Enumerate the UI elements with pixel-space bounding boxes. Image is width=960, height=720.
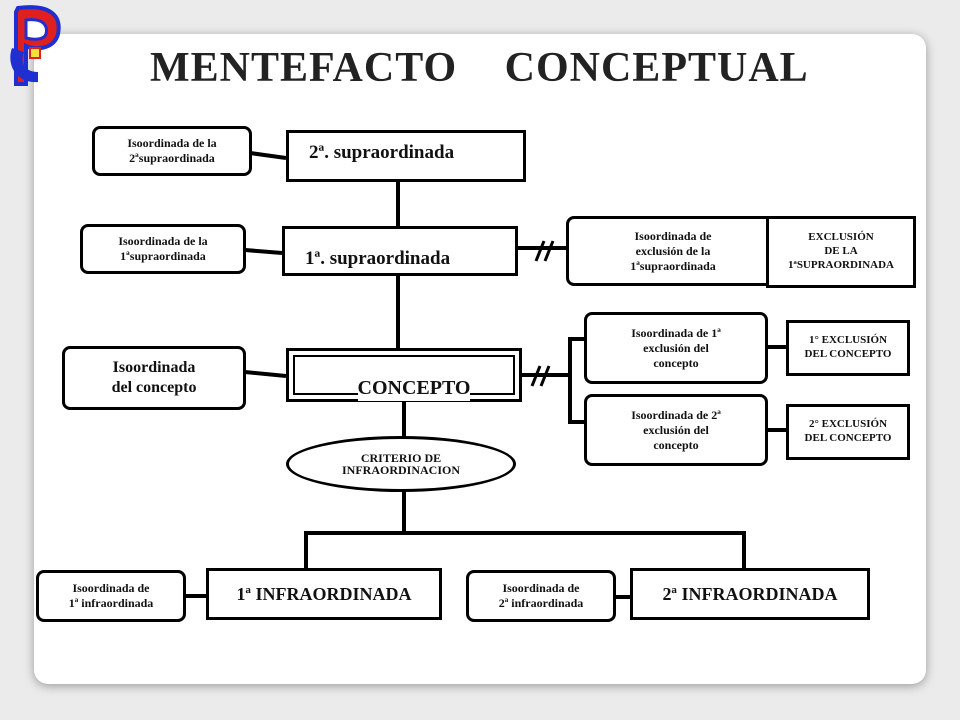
concept-node: CONCEPTO bbox=[286, 348, 522, 402]
isoordinate-first-exclusion: Isoordinada de 1ª exclusión del concepto bbox=[584, 312, 768, 384]
isoordinate-first-supraordinate: Isoordinada de la 1ªsupraordinada bbox=[80, 224, 246, 274]
isoordinate-second-exclusion: Isoordinada de 2ª exclusión del concepto bbox=[584, 394, 768, 466]
isoordinate-second-infraordinate: Isoordinada de 2ª infraordinada bbox=[466, 570, 616, 622]
supraordinate-exclusion-node: EXCLUSIÓN DE LA 1ªSUPRAORDINADA bbox=[766, 216, 916, 288]
isoordinate-first-infraordinate: Isoordinada de 1ª infraordinada bbox=[36, 570, 186, 622]
letters-logo-icon bbox=[10, 5, 61, 86]
second-infraordinate-node: 2ª INFRAORDINADA bbox=[630, 568, 870, 620]
first-infraordinate-node: 1ª INFRAORDINADA bbox=[206, 568, 442, 620]
title-word-2: CONCEPTUAL bbox=[504, 45, 809, 91]
page-title: MENTEFACTO CONCEPTUAL bbox=[150, 44, 808, 104]
isoordinate-concept: Isoordinada del concepto bbox=[62, 346, 246, 410]
first-concept-exclusion-node: 1° EXCLUSIÓN DEL CONCEPTO bbox=[786, 320, 910, 376]
isoordinate-second-supraordinate: Isoordinada de la 2ªsupraordinada bbox=[92, 126, 252, 176]
second-concept-exclusion-node: 2° EXCLUSIÓN DEL CONCEPTO bbox=[786, 404, 910, 460]
infraordination-criterion-node: CRITERIO DE INFRAORDINACION bbox=[286, 436, 516, 492]
isoordinate-supraordinate-exclusion: Isoordinada de exclusión de la 1ªsupraor… bbox=[566, 216, 780, 286]
second-supraordinate-node: 2ª. supraordinada bbox=[286, 130, 526, 182]
title-word-1: MENTEFACTO bbox=[150, 45, 458, 91]
first-supraordinate-node: 1ª. supraordinada bbox=[282, 226, 518, 276]
